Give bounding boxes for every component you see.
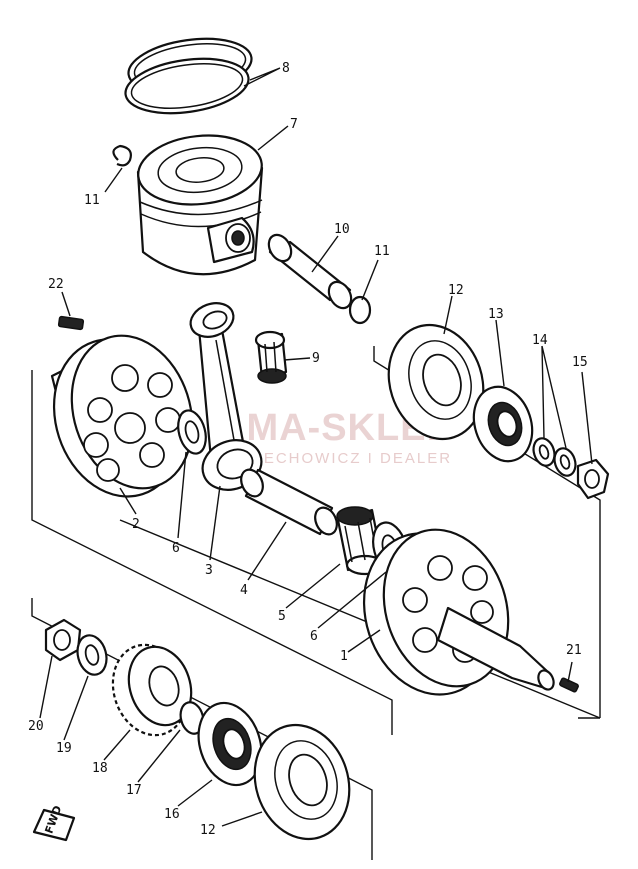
primary-washer [76, 634, 108, 676]
oil-seal-left [197, 701, 263, 787]
main-bearing-left [253, 723, 351, 841]
piston-pin-clip-right [348, 295, 372, 325]
crank-nut [576, 458, 610, 500]
callout-11-left: 11 [84, 193, 100, 208]
woodruff-key-right [559, 677, 579, 693]
connecting-rod [189, 302, 263, 491]
callout-6-right: 6 [310, 629, 318, 644]
piston-rings [124, 37, 253, 115]
washers [532, 437, 577, 477]
leader-lines [39, 67, 593, 827]
callout-2: 2 [132, 517, 140, 532]
woodruff-key [57, 315, 85, 331]
small-end-bearing [254, 330, 288, 384]
callout-1: 1 [340, 649, 348, 664]
piston [136, 134, 264, 276]
thrust-washer-left [177, 409, 207, 455]
callout-20: 20 [28, 719, 44, 734]
piston-pin [267, 233, 353, 310]
callout-15: 15 [572, 355, 588, 370]
crank-pin [240, 468, 338, 536]
crank-wheel-right [362, 528, 555, 696]
primary-nut [44, 618, 82, 662]
callout-17: 17 [126, 783, 142, 798]
callout-9: 9 [312, 351, 320, 366]
oil-seal-right [472, 385, 534, 463]
callout-18: 18 [92, 761, 108, 776]
callout-13: 13 [488, 307, 504, 322]
callout-12-lower: 12 [200, 823, 216, 838]
callout-7: 7 [290, 117, 298, 132]
callout-5: 5 [278, 609, 286, 624]
callout-3: 3 [205, 563, 213, 578]
callout-11-right: 11 [374, 244, 390, 259]
forward-direction-badge: FWD [32, 804, 76, 842]
assembly-frames [31, 346, 601, 860]
callout-10: 10 [334, 222, 350, 237]
callout-16: 16 [164, 807, 180, 822]
callout-numbers: 8 7 11 10 11 22 9 12 13 14 15 2 6 3 4 5 … [28, 61, 588, 838]
primary-drive-gear [111, 643, 193, 737]
main-bearing-right [387, 323, 485, 441]
callout-19: 19 [56, 741, 72, 756]
callout-6-left: 6 [172, 541, 180, 556]
watermark-subtitle: SOBIECHOWICZ I DEALER [220, 450, 452, 467]
callout-4: 4 [240, 583, 248, 598]
crank-wheel-left [50, 334, 194, 498]
callout-8: 8 [282, 61, 290, 76]
piston-pin-clip-left [112, 144, 132, 167]
callout-14: 14 [532, 333, 548, 348]
callout-21: 21 [566, 643, 582, 658]
callout-12-upper: 12 [448, 283, 464, 298]
callout-22: 22 [48, 277, 64, 292]
